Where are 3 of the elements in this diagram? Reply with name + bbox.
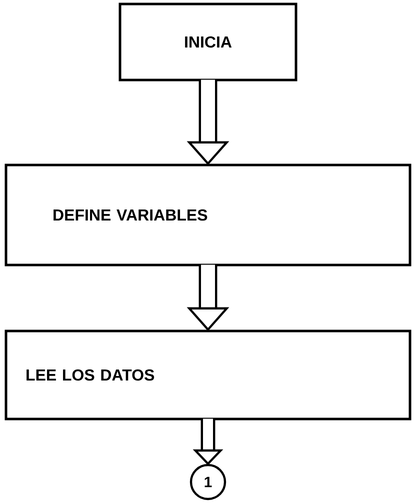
process-box: INICIA [118,2,298,82]
process-box: DEFINE VARIABLES [4,164,412,266]
process-box: LEE LOS DATOS [4,330,412,420]
